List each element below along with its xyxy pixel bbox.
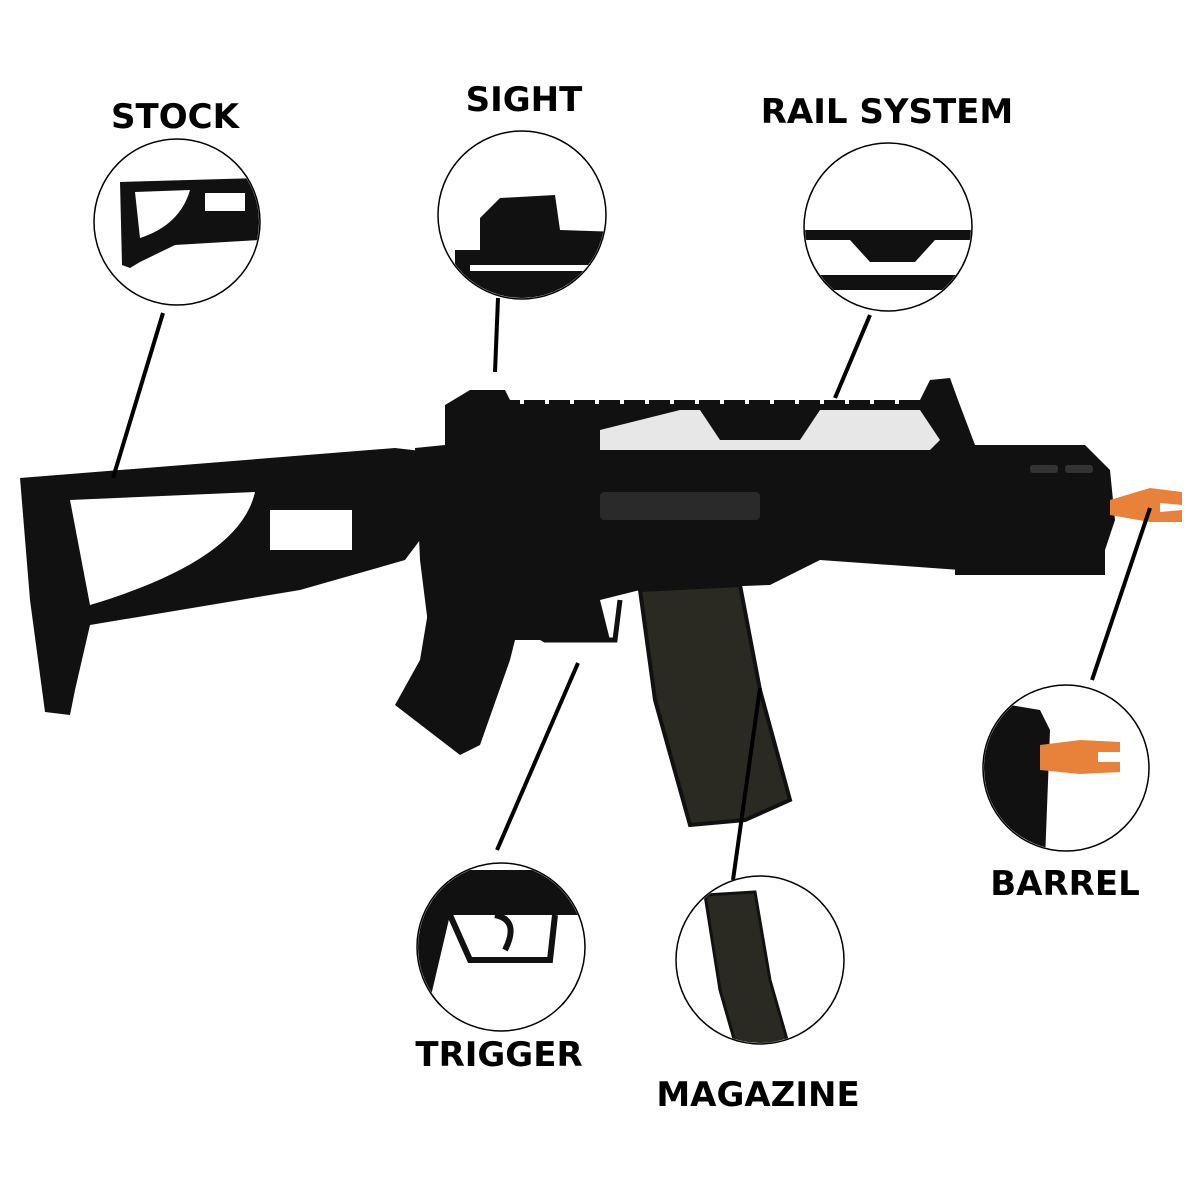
sight-detail-circle bbox=[437, 130, 607, 300]
trigger-part bbox=[518, 597, 623, 643]
leader-lines bbox=[111, 297, 1152, 881]
sight-leader bbox=[493, 297, 500, 373]
label-sight: SIGHT bbox=[466, 80, 584, 120]
stock-part bbox=[20, 448, 435, 715]
rail-detail-circle bbox=[803, 142, 973, 312]
receiver-part bbox=[415, 378, 1115, 640]
magazine-part bbox=[637, 582, 793, 828]
rifle-image bbox=[20, 378, 1182, 828]
grip-part bbox=[395, 600, 525, 755]
label-rail-system: RAIL SYSTEM bbox=[761, 92, 1014, 132]
trigger-detail-circle bbox=[416, 862, 586, 1032]
stock-leader bbox=[111, 312, 165, 479]
label-trigger: TRIGGER bbox=[415, 1035, 582, 1075]
magazine-detail-circle bbox=[675, 875, 845, 1045]
magazine-leader bbox=[731, 687, 762, 881]
label-stock: STOCK bbox=[111, 97, 241, 137]
label-barrel: BARREL bbox=[990, 864, 1139, 904]
barrel-detail-circle bbox=[982, 684, 1150, 852]
label-magazine: MAGAZINE bbox=[656, 1075, 859, 1115]
stock-detail-circle bbox=[93, 138, 261, 306]
barrel-leader bbox=[1090, 507, 1152, 681]
rail-leader bbox=[833, 314, 872, 399]
barrel-tip-part bbox=[1110, 488, 1182, 522]
trigger-leader bbox=[495, 662, 580, 851]
